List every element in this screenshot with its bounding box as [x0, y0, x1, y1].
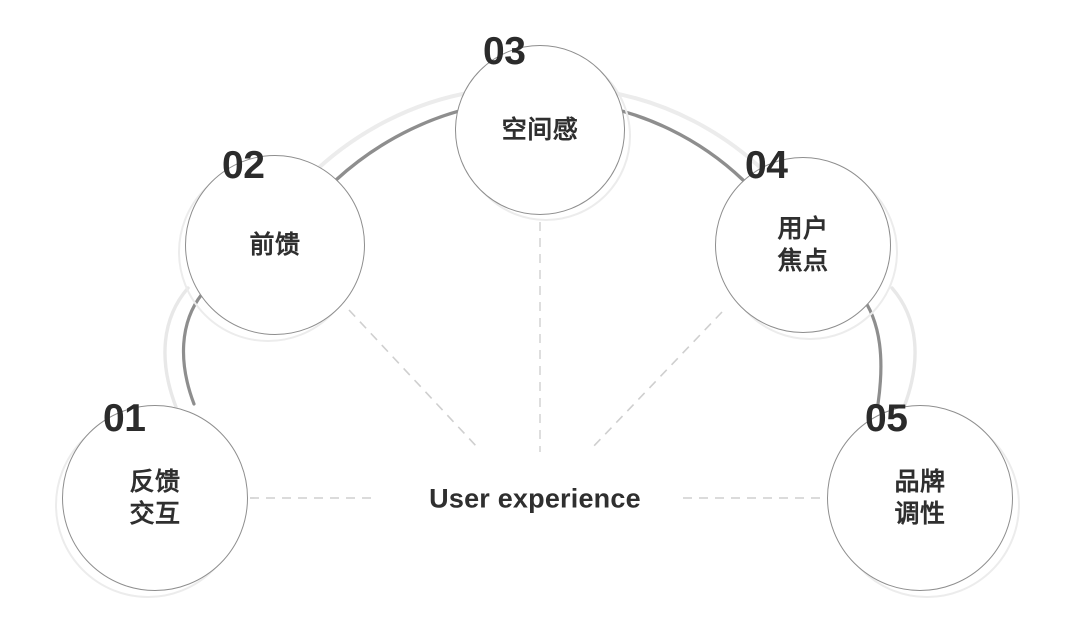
node-number-04: 04 [745, 144, 788, 187]
node-circle-01[interactable]: 反馈 交互 [62, 405, 248, 591]
node-circle-03[interactable]: 空间感 [455, 45, 625, 215]
node-label-02: 前馈 [249, 231, 301, 259]
node-label-03: 空间感 [501, 116, 579, 144]
highlight-02-03 [308, 90, 475, 178]
node-number-05: 05 [865, 397, 908, 440]
node-circle-05[interactable]: 品牌 调性 [827, 405, 1013, 591]
highlight-01-02 [163, 286, 190, 409]
node-label-01: 反馈 交互 [129, 468, 181, 528]
center-label: User experience [429, 483, 641, 514]
node-number-03: 03 [483, 30, 526, 73]
node-number-01: 01 [103, 397, 146, 440]
node-circle-04[interactable]: 用户 焦点 [715, 157, 891, 333]
spoke-04-center [591, 311, 723, 449]
spoke-02-center [348, 309, 479, 449]
node-label-05: 品牌 调性 [894, 468, 946, 528]
node-circle-02[interactable]: 前馈 [185, 155, 365, 335]
node-label-04: 用户 焦点 [777, 215, 829, 275]
highlight-04-05 [890, 286, 917, 409]
node-number-02: 02 [222, 144, 265, 187]
